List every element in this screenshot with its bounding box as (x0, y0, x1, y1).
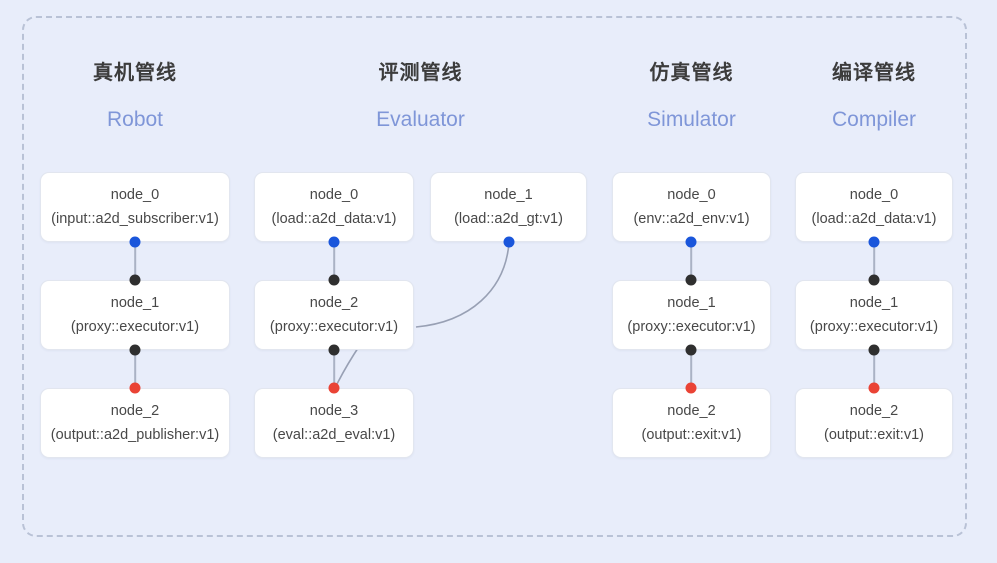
dashed-container-border (22, 16, 967, 537)
port-robot-1-input-black[interactable] (129, 274, 141, 286)
node-type: (load::a2d_gt:v1) (454, 210, 563, 227)
column-title-en-evaluator: Evaluator (376, 108, 465, 131)
node-id: node_0 (110, 186, 160, 203)
node-evaluator-1[interactable]: node_1 (load::a2d_gt:v1) (430, 172, 587, 242)
port-evaluator-1-output-blue[interactable] (503, 236, 515, 248)
node-type: (load::a2d_data:v1) (811, 210, 937, 227)
node-id: node_1 (667, 294, 716, 311)
node-type: (proxy::executor:v1) (627, 318, 756, 335)
node-type: (eval::a2d_eval:v1) (272, 426, 396, 443)
node-id: node_2 (309, 294, 359, 311)
node-compiler-0[interactable]: node_0 (load::a2d_data:v1) (795, 172, 953, 242)
node-id: node_1 (849, 294, 899, 311)
link-compiler-1-2 (873, 350, 875, 388)
link-compiler-0-1 (873, 242, 875, 280)
node-type: (proxy::executor:v1) (809, 318, 939, 335)
port-compiler-1-output-black[interactable] (868, 344, 880, 356)
node-simulator-0[interactable]: node_0 (env::a2d_env:v1) (612, 172, 771, 242)
node-id: node_0 (849, 186, 899, 203)
column-title-zh-compiler: 编译管线 (832, 62, 916, 84)
port-compiler-2-input-red[interactable] (868, 382, 880, 394)
port-simulator-0-output-blue[interactable] (685, 236, 697, 248)
node-id: node_1 (484, 186, 533, 203)
node-id: node_1 (110, 294, 160, 311)
node-evaluator-3[interactable]: node_3 (eval::a2d_eval:v1) (254, 388, 414, 458)
column-title-en-compiler: Compiler (831, 108, 917, 131)
node-robot-0[interactable]: node_0 (input::a2d_subscriber:v1) (40, 172, 230, 242)
node-type: (output::exit:v1) (641, 426, 742, 443)
port-simulator-1-output-black[interactable] (685, 344, 697, 356)
column-title-zh-evaluator: 评测管线 (378, 62, 463, 84)
node-type: (env::a2d_env:v1) (633, 210, 750, 227)
node-evaluator-2[interactable]: node_2 (proxy::executor:v1) (254, 280, 414, 350)
port-robot-2-input-red[interactable] (129, 382, 141, 394)
node-id: node_2 (849, 402, 899, 419)
column-header-robot: 真机管线 Robot (40, 63, 230, 130)
node-type: (proxy::executor:v1) (269, 318, 399, 335)
node-evaluator-0[interactable]: node_0 (load::a2d_data:v1) (254, 172, 414, 242)
edge-gt-to-executor (415, 242, 510, 328)
port-evaluator-2-output-black[interactable] (328, 344, 340, 356)
port-compiler-1-input-black[interactable] (868, 274, 880, 286)
link-evaluator-0-2 (333, 242, 335, 280)
link-robot-0-1 (134, 242, 136, 280)
column-header-compiler: 编译管线 Compiler (795, 63, 953, 130)
port-simulator-1-input-black[interactable] (685, 274, 697, 286)
link-simulator-0-1 (690, 242, 692, 280)
column-title-en-robot: Robot (106, 108, 164, 131)
node-type: (output::a2d_publisher:v1) (50, 426, 220, 443)
link-robot-1-2 (134, 350, 136, 388)
link-evaluator-2-3 (333, 350, 335, 388)
node-robot-1[interactable]: node_1 (proxy::executor:v1) (40, 280, 230, 350)
node-type: (output::exit:v1) (824, 426, 924, 443)
node-simulator-2[interactable]: node_2 (output::exit:v1) (612, 388, 771, 458)
node-id: node_2 (667, 402, 716, 419)
column-title-en-simulator: Simulator (647, 108, 736, 131)
link-simulator-1-2 (690, 350, 692, 388)
port-simulator-2-input-red[interactable] (685, 382, 697, 394)
column-header-simulator: 仿真管线 Simulator (612, 63, 771, 130)
node-compiler-1[interactable]: node_1 (proxy::executor:v1) (795, 280, 953, 350)
node-id: node_2 (110, 402, 160, 419)
node-id: node_0 (309, 186, 359, 203)
node-id: node_3 (309, 402, 359, 419)
node-type: (proxy::executor:v1) (70, 318, 200, 335)
column-title-zh-simulator: 仿真管线 (649, 62, 734, 84)
node-type: (input::a2d_subscriber:v1) (51, 210, 219, 227)
node-compiler-2[interactable]: node_2 (output::exit:v1) (795, 388, 953, 458)
port-compiler-0-output-blue[interactable] (868, 236, 880, 248)
edge-executor-to-eval (335, 344, 361, 387)
node-robot-2[interactable]: node_2 (output::a2d_publisher:v1) (40, 388, 230, 458)
node-type: (load::a2d_data:v1) (271, 210, 397, 227)
column-header-evaluator: 评测管线 Evaluator (254, 63, 587, 130)
port-robot-1-output-black[interactable] (129, 344, 141, 356)
port-evaluator-2-input-black[interactable] (328, 274, 340, 286)
node-id: node_0 (667, 186, 716, 203)
port-evaluator-3-input-red[interactable] (328, 382, 340, 394)
column-title-zh-robot: 真机管线 (93, 62, 177, 84)
port-evaluator-0-output-blue[interactable] (328, 236, 340, 248)
node-simulator-1[interactable]: node_1 (proxy::executor:v1) (612, 280, 771, 350)
port-robot-0-output-blue[interactable] (129, 236, 141, 248)
